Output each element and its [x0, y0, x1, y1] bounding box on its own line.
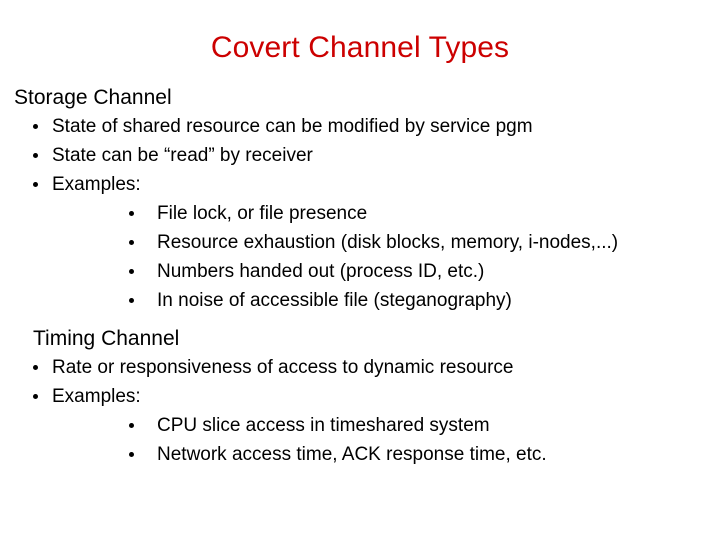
bullet-dot-icon [33, 394, 38, 399]
slide-title: Covert Channel Types [210, 31, 510, 64]
bullet-dot-icon [129, 211, 134, 216]
bullet-text: Rate or responsiveness of access to dyna… [52, 357, 514, 378]
sub-bullet-text: CPU slice access in timeshared system [157, 415, 490, 436]
sub-bullet-item: CPU slice access in timeshared system [0, 411, 720, 440]
bullet-item: Examples: [0, 170, 720, 199]
sub-bullet-text: Numbers handed out (process ID, etc.) [157, 261, 485, 282]
section-timing-channel: Timing Channel Rate or responsiveness of… [0, 325, 720, 469]
bullet-dot-icon [129, 423, 134, 428]
bullet-dot-icon [33, 124, 38, 129]
sub-bullet-item: File lock, or file presence [0, 199, 720, 228]
sub-bullet-text: Network access time, ACK response time, … [157, 444, 547, 465]
bullet-text: Examples: [52, 386, 141, 407]
sub-bullet-text: In noise of accessible file (steganograp… [157, 290, 512, 311]
bullet-dot-icon [129, 240, 134, 245]
bullet-item: State can be “read” by receiver [0, 141, 720, 170]
section-heading-storage: Storage Channel [14, 86, 172, 109]
bullet-dot-icon [129, 269, 134, 274]
sub-bullet-text: Resource exhaustion (disk blocks, memory… [157, 232, 619, 253]
bullet-dot-icon [129, 452, 134, 457]
section-heading-timing: Timing Channel [33, 327, 180, 350]
bullet-dot-icon [129, 298, 134, 303]
bullet-text: State of shared resource can be modified… [52, 116, 533, 137]
sub-bullet-item: Resource exhaustion (disk blocks, memory… [0, 228, 720, 257]
bullet-item: Rate or responsiveness of access to dyna… [0, 353, 720, 382]
section-storage-channel: Storage Channel State of shared resource… [0, 84, 720, 315]
sub-bullet-text: File lock, or file presence [157, 203, 368, 224]
sub-bullet-item: In noise of accessible file (steganograp… [0, 286, 720, 315]
bullet-dot-icon [33, 153, 38, 158]
bullet-item: State of shared resource can be modified… [0, 112, 720, 141]
bullet-text: State can be “read” by receiver [52, 145, 313, 166]
sub-bullet-item: Network access time, ACK response time, … [0, 440, 720, 469]
bullet-item: Examples: [0, 382, 720, 411]
bullet-dot-icon [33, 365, 38, 370]
sub-bullet-item: Numbers handed out (process ID, etc.) [0, 257, 720, 286]
slide-body: Storage Channel State of shared resource… [0, 84, 720, 469]
bullet-text: Examples: [52, 174, 141, 195]
bullet-dot-icon [33, 182, 38, 187]
